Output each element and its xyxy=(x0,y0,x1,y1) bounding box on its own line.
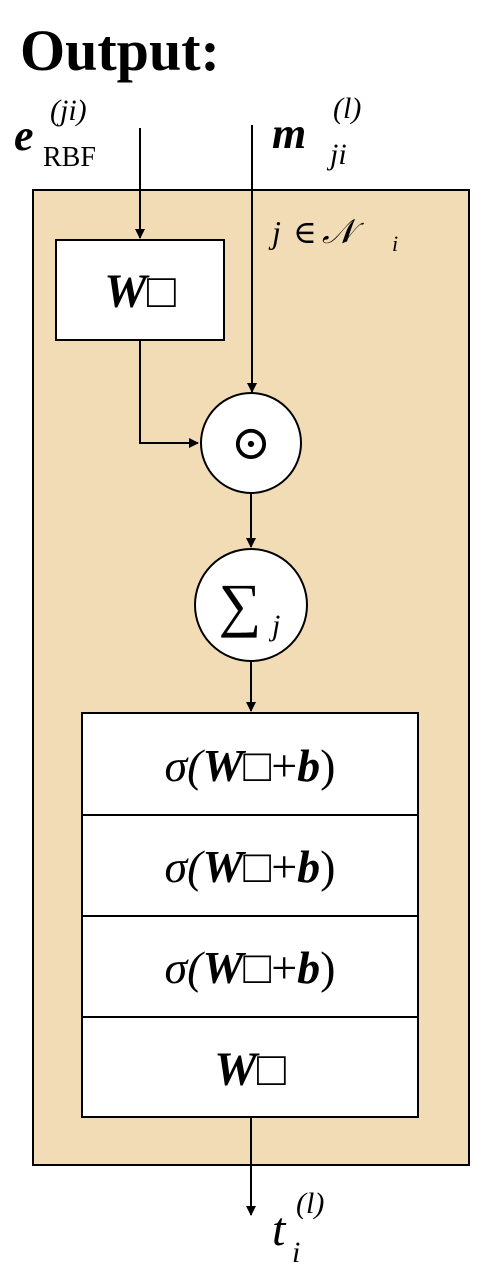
input-message-superscript: (l) xyxy=(333,92,361,125)
dense-layer-2-label: σ(W□+b) xyxy=(165,841,336,892)
diagram-title: Output: xyxy=(20,18,220,83)
input-label-rbf: e RBF (ji) xyxy=(14,94,96,173)
dense-layer-3-label: σ(W□+b) xyxy=(165,942,336,993)
sum-symbol: ∑ xyxy=(219,572,262,638)
dense-layer-1-label: σ(W□+b) xyxy=(165,740,336,791)
scope-op: ∈ xyxy=(293,214,317,250)
input-message-subscript: ji xyxy=(326,138,347,171)
output-superscript: (l) xyxy=(296,1187,324,1220)
output-linear-label: W□ xyxy=(214,1043,286,1096)
rbf-linear-label: W□ xyxy=(104,265,176,318)
input-rbf-subscript: RBF xyxy=(43,142,96,173)
input-rbf-symbol: e xyxy=(14,111,34,160)
input-rbf-superscript: (ji) xyxy=(50,94,87,127)
hadamard-product-symbol: ⊙ xyxy=(231,417,271,470)
output-label: t i (l) xyxy=(272,1187,324,1269)
scope-var: j xyxy=(268,214,281,250)
dense-layer-1 xyxy=(81,712,419,816)
output-linear-layer xyxy=(81,1016,419,1118)
output-subscript: i xyxy=(292,1236,300,1269)
input-message-symbol: m xyxy=(272,109,306,158)
output-symbol: t xyxy=(272,1203,287,1256)
arrow-linear-to-product xyxy=(139,340,199,448)
scope-set-subscript: i xyxy=(392,231,398,256)
mlp-stack: σ(W□+b) σ(W□+b) σ(W□+b) W□ xyxy=(81,712,419,1118)
input-label-message: m ji (l) xyxy=(272,92,361,171)
rbf-linear-block xyxy=(55,239,225,341)
sum-subscript: j xyxy=(268,609,280,642)
